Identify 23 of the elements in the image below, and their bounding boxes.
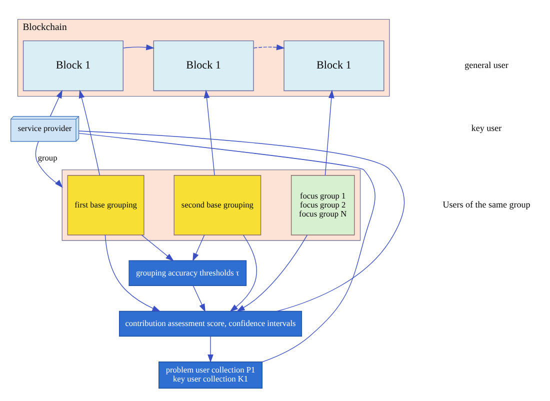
node-box: Block 1 <box>22 40 124 91</box>
connector <box>78 132 376 362</box>
arrow <box>192 234 205 261</box>
arrow <box>236 234 308 312</box>
arrow <box>324 89 334 176</box>
arrow <box>192 284 206 312</box>
arrow <box>104 234 161 312</box>
legend-label: Users of the same group <box>442 199 530 210</box>
arrow <box>230 234 257 312</box>
arrow <box>123 44 154 50</box>
arrow <box>50 89 62 116</box>
arrow <box>78 89 100 176</box>
cluster <box>62 168 361 240</box>
node-box: Block 1 <box>284 40 384 91</box>
arrow <box>35 140 63 188</box>
arrow <box>204 89 215 176</box>
arrow <box>253 44 285 50</box>
arrow <box>208 335 214 362</box>
connector <box>78 130 405 312</box>
legend-label: general user <box>464 60 508 70</box>
legend-label: key user <box>471 122 502 133</box>
arrow <box>141 234 174 261</box>
node-box: Block 1 <box>153 40 254 91</box>
